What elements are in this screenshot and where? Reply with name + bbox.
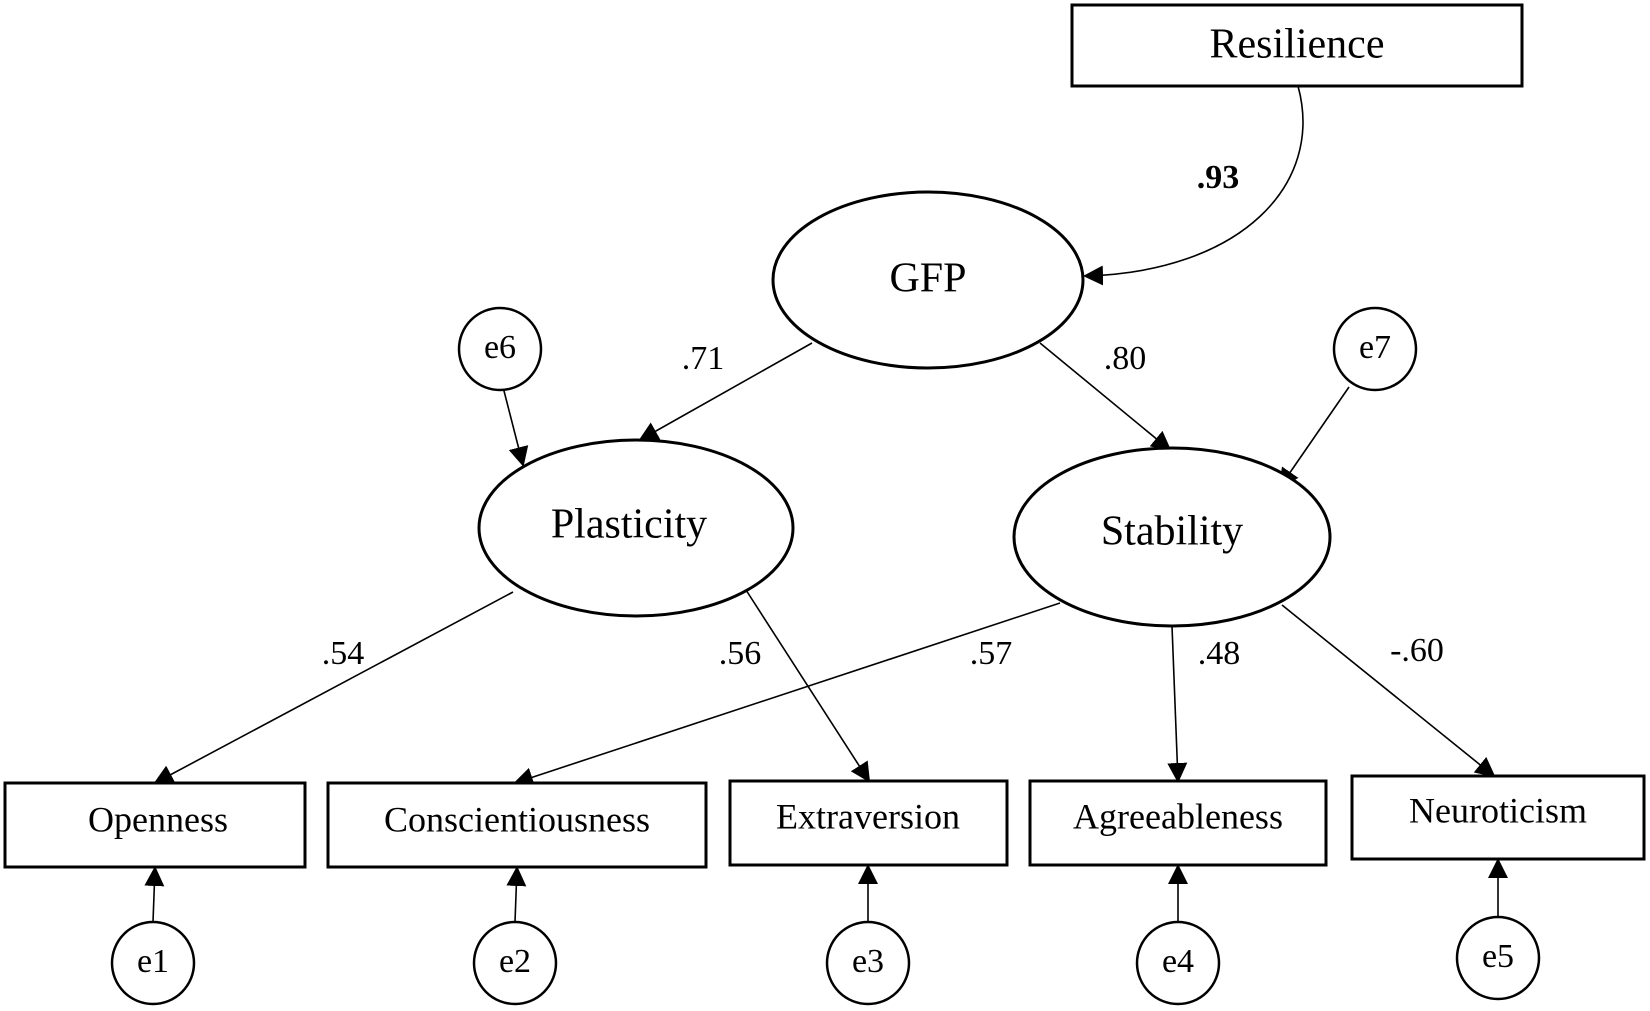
edge-plasticity-extraversion	[745, 589, 871, 783]
stability-label: Stability	[1101, 509, 1243, 555]
openness-box: Openness	[3, 781, 307, 869]
agreeableness-label: Agreeableness	[1073, 796, 1283, 836]
edge-e7-stability	[1278, 386, 1350, 489]
conscientiousness-label: Conscientiousness	[384, 799, 650, 839]
edges	[144, 66, 1508, 923]
e7-label: e7	[1359, 329, 1391, 366]
e7-circle: e7	[1332, 306, 1418, 392]
conscientiousness-box: Conscientiousness	[326, 781, 708, 869]
e3-circle: e3	[825, 920, 911, 1006]
edge-gfp-resilience	[1083, 66, 1304, 286]
coef-stability-conscientiousness: .57	[970, 635, 1013, 672]
edge-e1-openness	[144, 866, 165, 923]
edge-plasticity-openness	[153, 591, 514, 784]
gfp-label: GFP	[889, 256, 966, 302]
edge-e2-conscientiousness	[506, 866, 527, 923]
coef-stability-agreeableness: .48	[1198, 635, 1241, 672]
path-coefficients: .93 .71 .80 .54 .56 .57 .48 -.60	[322, 159, 1444, 672]
resilience-box: Resilience	[1070, 3, 1524, 88]
neuroticism-box: Neuroticism	[1350, 774, 1646, 861]
coef-plasticity-extraversion: .56	[719, 635, 762, 672]
e2-circle: e2	[472, 920, 558, 1006]
edge-gfp-plasticity	[638, 342, 813, 441]
edge-stability-neuroticism	[1281, 604, 1496, 778]
e3-label: e3	[852, 943, 884, 980]
e1-label: e1	[137, 943, 169, 980]
plasticity-ellipse: Plasticity	[477, 438, 795, 618]
openness-label: Openness	[88, 799, 228, 839]
edge-stability-conscientiousness	[513, 602, 1061, 787]
coef-gfp-plasticity: .71	[682, 340, 725, 377]
e4-label: e4	[1162, 943, 1194, 980]
e4-circle: e4	[1135, 920, 1221, 1006]
e5-label: e5	[1482, 938, 1514, 975]
edge-e6-plasticity	[502, 386, 529, 467]
coef-gfp-resilience: .93	[1197, 159, 1240, 196]
edge-stability-agreeableness	[1167, 625, 1188, 783]
e6-label: e6	[484, 329, 516, 366]
e1-circle: e1	[110, 920, 196, 1006]
resilience-label: Resilience	[1210, 22, 1385, 68]
coef-stability-neuroticism: -.60	[1390, 632, 1444, 669]
e5-circle: e5	[1455, 915, 1541, 1001]
extraversion-box: Extraversion	[728, 779, 1009, 867]
coef-plasticity-openness: .54	[322, 635, 365, 672]
neuroticism-label: Neuroticism	[1409, 790, 1587, 830]
e2-label: e2	[499, 943, 531, 980]
edge-gfp-stability	[1039, 342, 1172, 452]
plasticity-label: Plasticity	[551, 502, 707, 548]
agreeableness-box: Agreeableness	[1028, 779, 1328, 867]
extraversion-label: Extraversion	[776, 796, 960, 836]
coef-gfp-stability: .80	[1104, 340, 1147, 377]
stability-ellipse: Stability	[1012, 446, 1332, 628]
gfp-ellipse: GFP	[771, 190, 1085, 370]
e6-circle: e6	[457, 306, 543, 392]
